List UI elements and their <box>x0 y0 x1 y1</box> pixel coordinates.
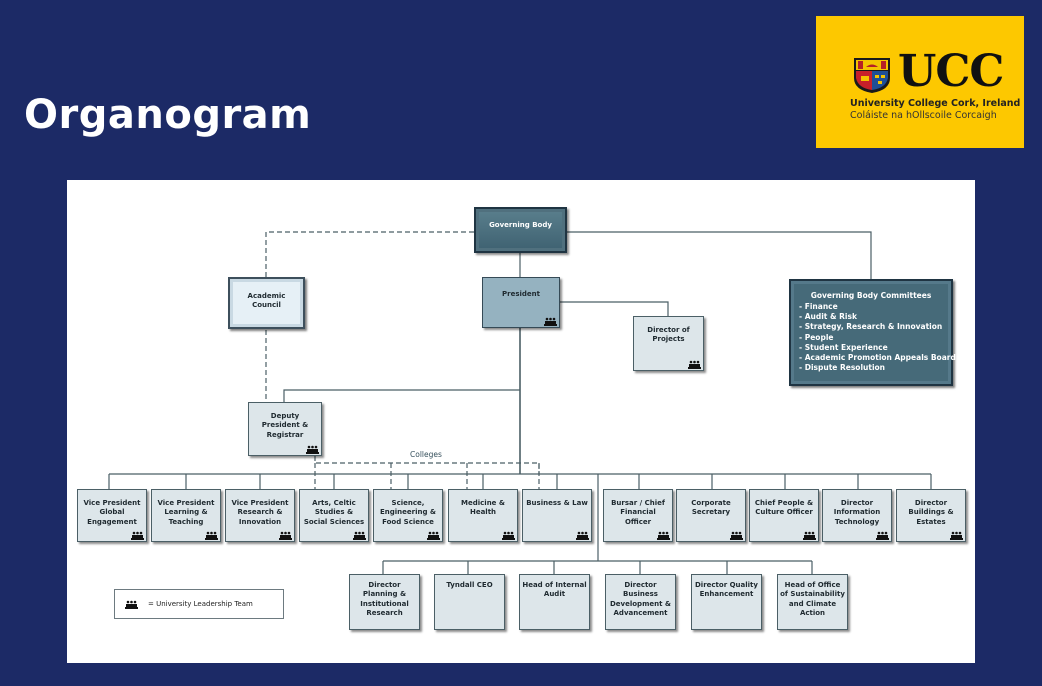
leadership-team-icon <box>306 445 319 454</box>
leadership-team-icon <box>688 360 701 369</box>
leadership-team-icon <box>427 531 440 540</box>
ucc-logo: UCC University College Cork, Ireland Col… <box>816 16 1024 148</box>
position-label: Tyndall CEO <box>446 581 493 589</box>
position-label: Vice President Research & Innovation <box>231 499 289 526</box>
row1-position-box[interactable]: Medicine & Health <box>448 489 518 542</box>
legend-text: = University Leadership Team <box>148 600 253 608</box>
leadership-team-icon <box>125 600 138 609</box>
position-label: Director Buildings & Estates <box>908 499 954 526</box>
row1-position-box[interactable]: Bursar / Chief Financial Officer <box>603 489 673 542</box>
director-of-projects-label: Director of Projects <box>647 326 690 344</box>
committee-item: - Academic Promotion Appeals Board <box>799 352 956 362</box>
leadership-team-icon <box>950 531 963 540</box>
logo-english-name: University College Cork, Ireland <box>850 98 1021 109</box>
row1-position-box[interactable]: Business & Law <box>522 489 592 542</box>
row2-position-box[interactable]: Director Business Development & Advancem… <box>605 574 676 630</box>
leadership-team-icon <box>502 531 515 540</box>
president-label: President <box>502 290 540 298</box>
row1-position-box[interactable]: Chief People & Culture Officer <box>749 489 819 542</box>
position-label: Director Business Development & Advancem… <box>609 581 671 618</box>
row2-position-box[interactable]: Head of Internal Audit <box>519 574 590 630</box>
leadership-team-icon <box>730 531 743 540</box>
row1-position-box[interactable]: Vice President Learning & Teaching <box>151 489 221 542</box>
row1-position-box[interactable]: Corporate Secretary <box>676 489 746 542</box>
ucc-wordmark: UCC <box>898 46 1004 97</box>
committee-item: - Finance <box>799 302 838 312</box>
leadership-team-icon <box>279 531 292 540</box>
position-label: Medicine & Health <box>461 499 505 517</box>
colleges-label: Colleges <box>410 450 442 459</box>
organogram-chart: Governing Body Academic Council Presiden… <box>67 180 975 663</box>
ucc-crest-icon <box>854 58 890 93</box>
legend: = University Leadership Team <box>114 589 284 619</box>
position-label: Bursar / Chief Financial Officer <box>611 499 665 526</box>
committee-item: - Student Experience <box>799 342 888 352</box>
position-label: Head of Office of Sustainability and Cli… <box>780 581 845 618</box>
slide-title: Organogram <box>24 92 312 138</box>
connector-colleges-dashed <box>314 456 540 474</box>
committees-title: Governing Body Committees <box>810 291 932 300</box>
connector-gov-council-dashed <box>265 231 474 277</box>
connector-gov-committees <box>567 231 872 279</box>
position-label: Head of Internal Audit <box>522 581 587 599</box>
position-label: Arts, Celtic Studies & Social Sciences <box>303 499 365 526</box>
leadership-team-icon <box>131 531 144 540</box>
position-label: Director Planning & Institutional Resear… <box>360 581 409 618</box>
row1-position-box[interactable]: Director Information Technology <box>822 489 892 542</box>
row1-position-box[interactable]: Vice President Global Engagement <box>77 489 147 542</box>
position-label: Chief People & Culture Officer <box>754 499 814 517</box>
row2-position-box[interactable]: Director Quality Enhancement <box>691 574 762 630</box>
position-label: Director Information Technology <box>833 499 881 526</box>
leadership-team-icon <box>876 531 889 540</box>
position-label: Business & Law <box>526 499 588 507</box>
leadership-team-icon <box>353 531 366 540</box>
governing-body-label: Governing Body <box>489 221 552 229</box>
governing-body-committees-box[interactable]: Governing Body Committees - Finance - Au… <box>789 279 956 386</box>
row2-position-box[interactable]: Head of Office of Sustainability and Cli… <box>777 574 848 630</box>
leadership-team-icon <box>205 531 218 540</box>
position-label: Vice President Learning & Teaching <box>157 499 215 526</box>
connector-lines <box>108 231 932 574</box>
row1-position-box[interactable]: Director Buildings & Estates <box>896 489 966 542</box>
row1-position-box[interactable]: Arts, Celtic Studies & Social Sciences <box>299 489 369 542</box>
connector-president-projects <box>560 301 669 316</box>
deputy-president-label: Deputy President & Registrar <box>261 412 309 439</box>
leadership-team-icon <box>803 531 816 540</box>
position-label: Director Quality Enhancement <box>695 581 758 599</box>
governing-body-box[interactable]: Governing Body <box>474 207 567 253</box>
logo-irish-name: Coláiste na hOllscoile Corcaigh <box>850 110 997 121</box>
row1-position-box[interactable]: Science, Engineering & Food Science <box>373 489 443 542</box>
committee-item: - Audit & Risk <box>799 312 857 322</box>
connector-trunk-deputy <box>283 389 520 402</box>
deputy-president-box[interactable]: Deputy President & Registrar <box>248 402 322 456</box>
leadership-team-icon <box>544 317 557 326</box>
leadership-team-icon <box>576 531 589 540</box>
position-label: Corporate Secretary <box>691 499 731 517</box>
leadership-team-icon <box>657 531 670 540</box>
president-box[interactable]: President <box>482 277 560 328</box>
row2-position-box[interactable]: Tyndall CEO <box>434 574 505 630</box>
director-of-projects-box[interactable]: Director of Projects <box>633 316 704 371</box>
position-label: Vice President Global Engagement <box>83 499 141 526</box>
row2-position-box[interactable]: Director Planning & Institutional Resear… <box>349 574 420 630</box>
committee-item: - People <box>799 332 834 342</box>
academic-council-label: Academic Council <box>247 292 286 310</box>
position-label: Science, Engineering & Food Science <box>379 499 437 526</box>
committee-item: - Strategy, Research & Innovation <box>799 322 943 332</box>
committee-item: - Dispute Resolution <box>799 362 886 372</box>
academic-council-box[interactable]: Academic Council <box>228 277 305 329</box>
row1-position-box[interactable]: Vice President Research & Innovation <box>225 489 295 542</box>
